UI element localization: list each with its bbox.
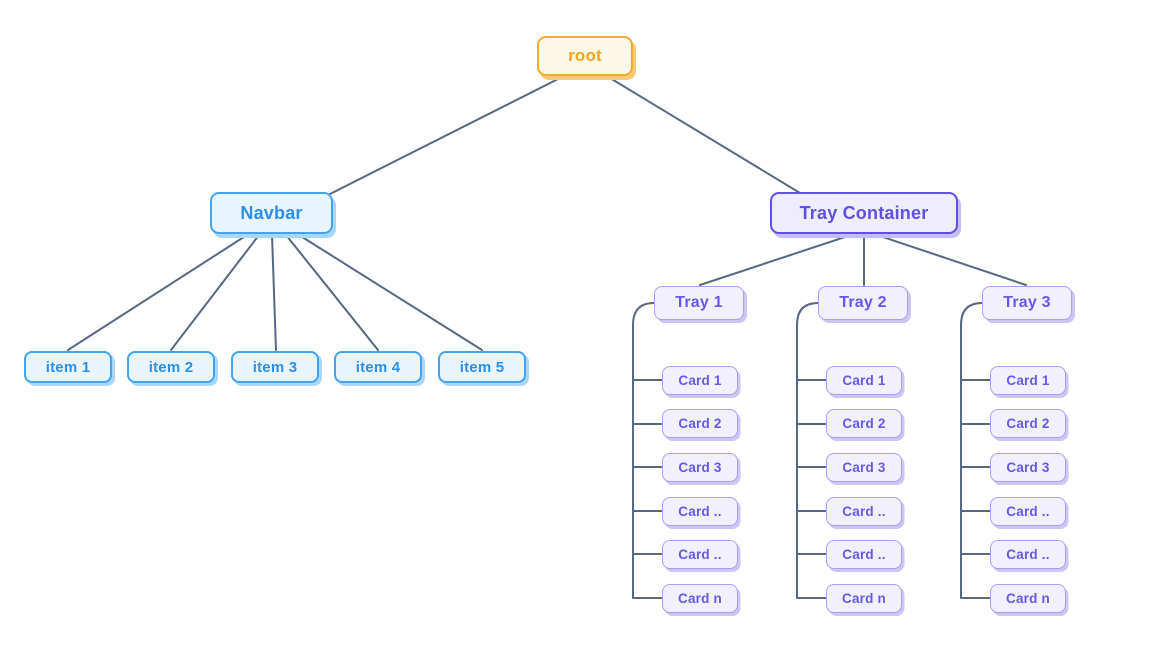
bracket-tray-1 bbox=[632, 302, 663, 599]
node-item-2: item 2 bbox=[127, 351, 215, 383]
node-tray2-card-5: Card .. bbox=[826, 540, 902, 569]
node-tray-1: Tray 1 bbox=[654, 286, 744, 320]
edge-navbar-item-1 bbox=[67, 234, 248, 351]
node-tray2-card-2: Card 2 bbox=[826, 409, 902, 438]
node-tray3-card-4: Card .. bbox=[990, 497, 1066, 526]
node-root: root bbox=[537, 36, 633, 76]
node-tray3-card-1: Card 1 bbox=[990, 366, 1066, 395]
edge-root-tray-container bbox=[609, 77, 801, 194]
node-tray-container: Tray Container bbox=[770, 192, 958, 234]
node-item-3: item 3 bbox=[231, 351, 319, 383]
node-tray1-card-2: Card 2 bbox=[662, 409, 738, 438]
bracket-tray-3 bbox=[960, 302, 991, 599]
node-tray2-card-4: Card .. bbox=[826, 497, 902, 526]
edge-traycontainer-tray-3 bbox=[876, 234, 1027, 286]
node-tray3-card-n: Card n bbox=[990, 584, 1066, 613]
node-tray1-card-5: Card .. bbox=[662, 540, 738, 569]
node-tray3-card-2: Card 2 bbox=[990, 409, 1066, 438]
node-tray3-card-3: Card 3 bbox=[990, 453, 1066, 482]
node-tray3-card-5: Card .. bbox=[990, 540, 1066, 569]
node-item-4: item 4 bbox=[334, 351, 422, 383]
node-tray1-card-3: Card 3 bbox=[662, 453, 738, 482]
edge-navbar-item-5 bbox=[298, 234, 483, 351]
bracket-tray-2 bbox=[796, 302, 827, 599]
node-tray1-card-1: Card 1 bbox=[662, 366, 738, 395]
node-tray2-card-3: Card 3 bbox=[826, 453, 902, 482]
node-tray2-card-n: Card n bbox=[826, 584, 902, 613]
edge-navbar-item-4 bbox=[285, 234, 379, 351]
edge-navbar-item-3 bbox=[271, 234, 277, 351]
node-tray2-card-1: Card 1 bbox=[826, 366, 902, 395]
node-tray1-card-n: Card n bbox=[662, 584, 738, 613]
edge-traycontainer-tray-1 bbox=[699, 234, 852, 286]
node-tray-3: Tray 3 bbox=[982, 286, 1072, 320]
edge-root-navbar bbox=[329, 77, 561, 195]
node-tray1-card-4: Card .. bbox=[662, 497, 738, 526]
edge-navbar-item-2 bbox=[170, 234, 260, 351]
node-navbar: Navbar bbox=[210, 192, 333, 234]
node-item-1: item 1 bbox=[24, 351, 112, 383]
node-item-5: item 5 bbox=[438, 351, 526, 383]
node-tray-2: Tray 2 bbox=[818, 286, 908, 320]
